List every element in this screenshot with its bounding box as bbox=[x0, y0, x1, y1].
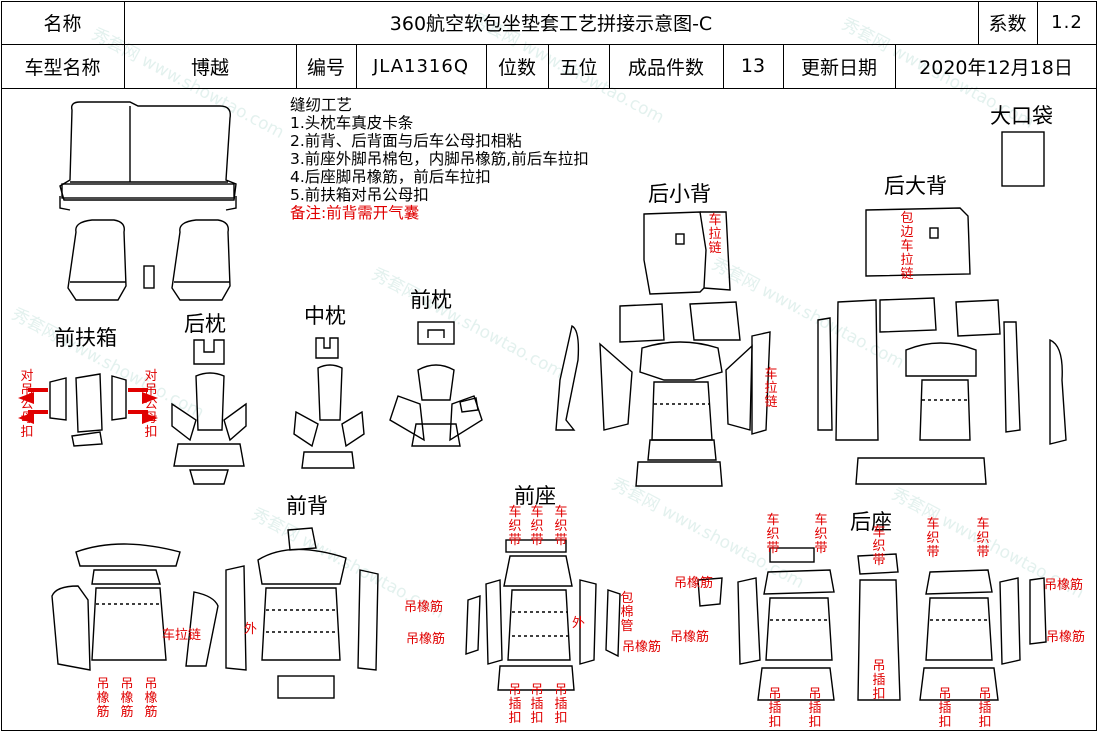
rear-big-back-pieces bbox=[817, 207, 1067, 485]
annotation-webbing: 车织带 bbox=[508, 505, 522, 548]
header-divider bbox=[1037, 1, 1038, 45]
annotation-edge-zipper: 包边车拉链 bbox=[900, 211, 914, 282]
annotation-elastic-h: 吊橡筋 bbox=[406, 632, 446, 647]
front-headrest-pieces bbox=[389, 321, 483, 447]
annotation-elastic-h: 吊橡筋 bbox=[1046, 630, 1086, 645]
header-divider bbox=[548, 44, 549, 88]
section-middle-headrest: 中枕 bbox=[304, 304, 346, 328]
annotation-outer: 外 bbox=[572, 616, 586, 631]
section-front-headrest: 前枕 bbox=[410, 288, 452, 312]
header-divider bbox=[895, 44, 896, 88]
model-label: 车型名称 bbox=[24, 56, 101, 79]
annotation-webbing: 车织带 bbox=[814, 513, 828, 556]
coef-value: 1.2 bbox=[1051, 12, 1083, 33]
front-armrest-pieces bbox=[28, 373, 148, 447]
sewing-notes: 缝纫工艺 1.头枕车真皮卡条 2.前背、后背面与后车公母扣相粘 3.前座外脚吊棉… bbox=[290, 96, 589, 222]
header-divider bbox=[609, 44, 610, 88]
notes-line: 1.头枕车真皮卡条 bbox=[290, 114, 414, 132]
code-value: JLA1316Q bbox=[372, 55, 470, 77]
annotation-zipper: 车拉链 bbox=[764, 367, 778, 410]
notes-line: 4.后座脚吊橡筋，前后车拉扣 bbox=[290, 168, 491, 186]
annotation-elastic: 吊橡筋 bbox=[120, 677, 134, 720]
coef-label: 系数 bbox=[988, 13, 1027, 35]
header-divider bbox=[486, 44, 487, 88]
annotation-elastic: 吊橡筋 bbox=[96, 677, 110, 720]
annotation-hang-clip: 吊插扣 bbox=[808, 687, 822, 730]
date-label: 更新日期 bbox=[800, 56, 877, 79]
section-rear-small-back: 后小背 bbox=[648, 182, 711, 206]
annotation-outer: 外 bbox=[244, 622, 258, 637]
annotation-zipper-h: 车拉链 bbox=[162, 628, 202, 643]
annotation-webbing: 车织带 bbox=[926, 517, 940, 560]
annotation-elastic-h: 吊橡筋 bbox=[1044, 578, 1084, 593]
annotation-elastic: 吊橡筋 bbox=[144, 677, 158, 720]
section-rear-seat: 后座 bbox=[850, 510, 892, 534]
annotation-hang-clip: 吊插扣 bbox=[768, 687, 782, 730]
header-row-divider bbox=[1, 44, 1097, 45]
annotation-elastic-h: 吊橡筋 bbox=[670, 630, 710, 645]
pieces-value: 13 bbox=[740, 55, 766, 77]
notes-remark: 备注:前背需开气囊 bbox=[290, 204, 420, 222]
rear-small-back-pieces bbox=[555, 211, 771, 487]
header-bottom-divider bbox=[1, 88, 1097, 89]
annotation-webbing: 车织带 bbox=[872, 525, 886, 568]
annotation-hang-clip: 吊插扣 bbox=[872, 659, 886, 702]
seats-label: 位数 bbox=[497, 56, 536, 79]
annotation-webbing: 车织带 bbox=[554, 505, 568, 548]
annotation-elastic-h: 吊橡筋 bbox=[404, 600, 444, 615]
annotation-elastic-h: 吊橡筋 bbox=[622, 640, 662, 655]
notes-line: 5.前扶箱对吊公母扣 bbox=[290, 186, 429, 204]
model-value: 博越 bbox=[190, 56, 229, 79]
zipper-arrows bbox=[18, 392, 158, 424]
section-rear-big-back: 后大背 bbox=[884, 174, 947, 198]
header-divider bbox=[296, 44, 297, 88]
header-divider bbox=[978, 1, 979, 45]
annotation-webbing: 车织带 bbox=[976, 517, 990, 560]
rear-seat-pieces bbox=[697, 547, 1047, 701]
middle-headrest-pieces bbox=[293, 337, 365, 469]
rear-headrest-pieces bbox=[171, 339, 247, 485]
name-label: 名称 bbox=[43, 13, 82, 35]
notes-title: 缝纫工艺 bbox=[290, 96, 353, 114]
section-front-back: 前背 bbox=[286, 494, 328, 518]
date-value: 2020年12月18日 bbox=[919, 56, 1073, 79]
annotation-zipper: 车拉链 bbox=[708, 213, 722, 256]
section-front-seat: 前座 bbox=[514, 484, 556, 508]
big-pocket-piece bbox=[1001, 131, 1045, 187]
front-seat-pieces bbox=[465, 539, 621, 691]
code-label: 编号 bbox=[306, 56, 345, 79]
front-back-pieces bbox=[51, 527, 379, 699]
annotation-hang-clip: 吊插扣 bbox=[938, 687, 952, 730]
annotation-hang-clip: 吊插扣 bbox=[508, 683, 522, 726]
annotation-hang-clip: 吊插扣 bbox=[530, 683, 544, 726]
annotation-hang-clip: 吊插扣 bbox=[554, 683, 568, 726]
header-divider bbox=[783, 44, 784, 88]
section-front-armrest: 前扶箱 bbox=[54, 326, 117, 350]
annotation-webbing: 车织带 bbox=[530, 505, 544, 548]
section-big-pocket: 大口袋 bbox=[990, 104, 1053, 128]
annotation-snap-pair: 对吊公母扣 bbox=[144, 369, 158, 440]
header-divider bbox=[356, 44, 357, 88]
notes-line: 3.前座外脚吊棉包，内脚吊橡筋,前后车拉扣 bbox=[290, 150, 589, 168]
pieces-label: 成品件数 bbox=[627, 56, 704, 79]
notes-line: 2.前背、后背面与后车公母扣相粘 bbox=[290, 132, 522, 150]
header-divider bbox=[723, 44, 724, 88]
annotation-webbing: 车织带 bbox=[766, 513, 780, 556]
annotation-elastic-h: 吊橡筋 bbox=[674, 576, 714, 591]
drawing-title: 360航空软包坐垫套工艺拼接示意图-C bbox=[389, 13, 713, 35]
section-rear-headrest: 后枕 bbox=[184, 312, 226, 336]
seat-overview-icon bbox=[59, 101, 237, 301]
annotation-cotton-pack: 包棉管 bbox=[620, 591, 634, 634]
annotation-hang-clip: 吊插扣 bbox=[978, 687, 992, 730]
annotation-snap-pair: 对吊公母扣 bbox=[20, 369, 34, 440]
seats-value: 五位 bbox=[559, 56, 598, 79]
header-divider bbox=[124, 1, 125, 88]
